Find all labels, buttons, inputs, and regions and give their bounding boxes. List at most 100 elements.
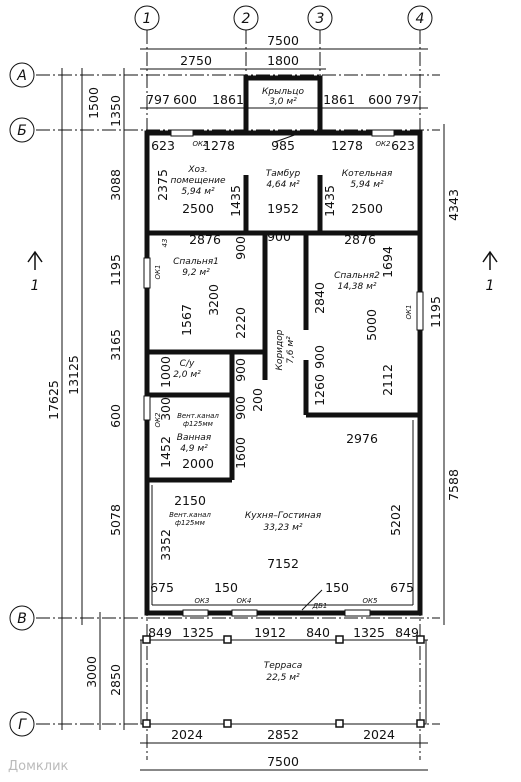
dim-1600: 1600 [233, 437, 248, 469]
axis-bubble-V [9, 605, 35, 631]
dim-623l: 623 [151, 138, 175, 153]
dim-1435l: 1435 [228, 185, 243, 217]
post [335, 635, 344, 644]
dim-43: 43 [161, 239, 169, 248]
dim-bottom-2024l: 2024 [171, 727, 203, 742]
window-ok1-left [143, 257, 151, 289]
dim-right-4343: 4343 [446, 189, 461, 221]
room-terrace-area: 22,5 м² [266, 673, 300, 683]
window-ok2-a [170, 129, 194, 137]
opening-ok5: ОК5 [363, 597, 378, 605]
watermark-text: Домклик [8, 759, 69, 774]
room-boiler-name: Котельная [342, 169, 393, 179]
dim-900d: 900 [233, 396, 248, 420]
post [223, 719, 232, 728]
dim-2840: 2840 [312, 282, 327, 314]
dim-top-1861r: 1861 [323, 92, 355, 107]
axis-bubble-4 [407, 5, 433, 31]
room-bedroom2-area: 14,38 м² [337, 282, 376, 292]
axis-label-1: 1 [143, 11, 152, 27]
dim-2876l: 2876 [189, 232, 221, 247]
opening-ok2-c: ОК2 [154, 412, 162, 427]
dim-left-3088: 3088 [108, 169, 123, 201]
post [335, 719, 344, 728]
vent-a-size: ф125мм [183, 420, 214, 428]
dim-bottom-2852: 2852 [267, 727, 299, 742]
axis-label-4: 4 [416, 11, 425, 27]
dim-top-overall: 7500 [267, 33, 299, 48]
axis-label-G: Г [18, 717, 27, 733]
dim-1952: 1952 [267, 201, 299, 216]
dim-7152: 7152 [267, 556, 299, 571]
room-wc-name: С/у [180, 359, 195, 369]
dim-985: 985 [271, 138, 295, 153]
axis-label-B: Б [17, 123, 27, 139]
dim-1000: 1000 [158, 356, 173, 388]
opening-ok2-b: ОК2 [376, 140, 391, 148]
dim-900: 900 [267, 229, 291, 244]
dim-left-overall: 17625 [46, 380, 61, 420]
opening-ok4: ОК4 [237, 597, 252, 605]
room-boiler-area: 5,94 м² [350, 180, 384, 190]
terrace-outline [140, 639, 427, 725]
dim-675l: 675 [150, 580, 174, 595]
dim-top-1800: 1800 [267, 53, 299, 68]
dim-300: 300 [158, 397, 173, 421]
dim-2500r: 2500 [351, 201, 383, 216]
dim-left-1195: 1195 [108, 254, 123, 286]
room-kitchen-name: Кухня–Гостиная [245, 511, 322, 521]
window-ok2-b [371, 129, 395, 137]
porch-area: 3,0 м² [269, 97, 297, 107]
post [142, 635, 151, 644]
dim-left-total: 13125 [66, 355, 81, 395]
dim-1452: 1452 [158, 436, 173, 468]
room-vestibule-area: 4,64 м² [266, 180, 300, 190]
dim-2150: 2150 [174, 493, 206, 508]
axis-bubble-1 [134, 5, 160, 31]
opening-ok1-right: ОК1 [405, 305, 413, 320]
room-storage-name: Хоз. [187, 165, 207, 175]
outer-wall [144, 130, 423, 616]
dim-1278r: 1278 [331, 138, 363, 153]
section-label-right: 1 [486, 278, 495, 294]
dim-top-600l: 600 [173, 92, 197, 107]
room-storage-area: 5,94 м² [181, 187, 215, 197]
dim-2000: 2000 [182, 456, 214, 471]
dim-675r: 675 [390, 580, 414, 595]
vent-b-label: Вент.канал [169, 511, 211, 519]
axis-label-3: 3 [316, 11, 325, 27]
dim-2220: 2220 [233, 307, 248, 339]
vent-b-size: ф125мм [175, 519, 206, 527]
room-vestibule-name: Тамбур [266, 169, 301, 179]
dim-2976: 2976 [346, 431, 378, 446]
window-ok1-right [416, 291, 424, 331]
dim-1567: 1567 [179, 304, 194, 336]
dim-900v: 900 [233, 236, 248, 260]
window-ok5 [344, 609, 371, 617]
dim-900b: 900 [312, 345, 327, 369]
dim-left-5078: 5078 [108, 504, 123, 536]
dim-840: 840 [306, 625, 330, 640]
dim-2112: 2112 [380, 364, 395, 396]
room-corridor-name: Коридор [275, 329, 285, 370]
dim-1435r: 1435 [322, 185, 337, 217]
dim-5000: 5000 [364, 309, 379, 341]
room-wc-area: 2,0 м² [173, 370, 201, 380]
post [416, 719, 425, 728]
entry-door-swing [274, 132, 301, 143]
axis-label-A: А [16, 68, 27, 84]
window-ok4 [231, 609, 258, 617]
dim-bottom-2024r: 2024 [363, 727, 395, 742]
dim-2876r: 2876 [344, 232, 376, 247]
axis-bubble-G [9, 711, 35, 737]
room-terrace-name: Терраса [264, 661, 302, 671]
dim-top-797r: 797 [395, 92, 419, 107]
post [142, 719, 151, 728]
dim-2500l: 2500 [182, 201, 214, 216]
window-ok3 [182, 609, 209, 617]
opening-ok2-a: ОК2 [193, 140, 208, 148]
dim-3352: 3352 [158, 529, 173, 561]
porch-walls [243, 75, 323, 133]
axis-bubble-B [9, 117, 35, 143]
dim-1260: 1260 [312, 374, 327, 406]
